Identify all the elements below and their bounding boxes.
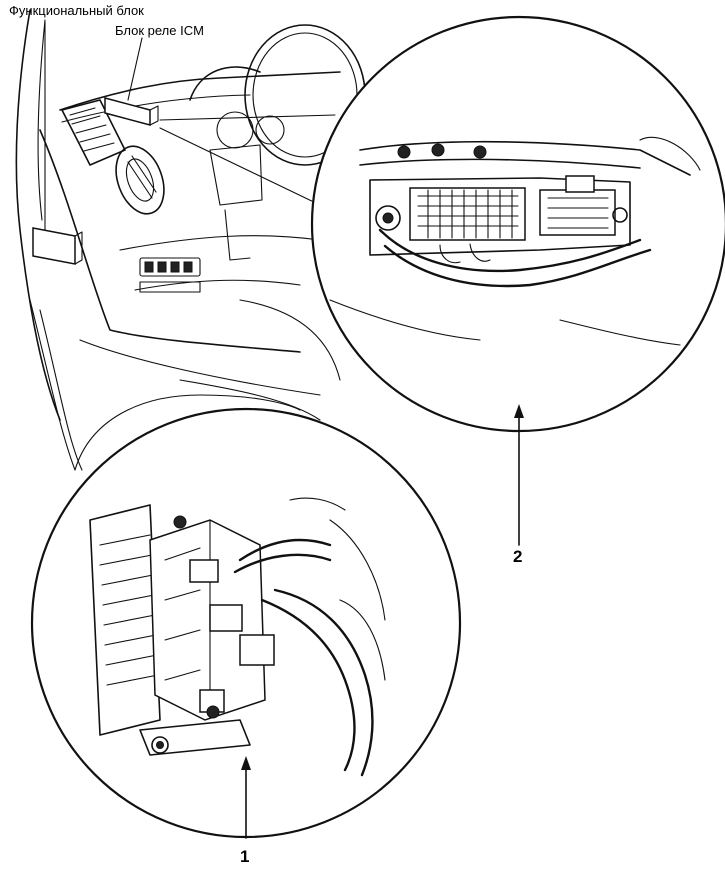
leader-to-detail-1 [74,394,301,471]
callout-2-number: 2 [513,547,523,566]
label-icm-relay-block: Блок реле ICM [115,23,204,38]
detail-circle-2 [310,15,725,433]
leader-icm-relay [127,37,143,101]
dashboard-overview [15,9,366,471]
detail-circle-1 [30,407,462,839]
label-function-block: Функциональный блок [9,3,144,18]
callout-1-arrowhead [241,756,251,770]
callout-2-arrowhead [514,404,524,418]
callout-1-number: 1 [240,847,250,866]
leader-wedge-bottom [159,127,321,206]
leader-wedge-top [159,114,336,121]
